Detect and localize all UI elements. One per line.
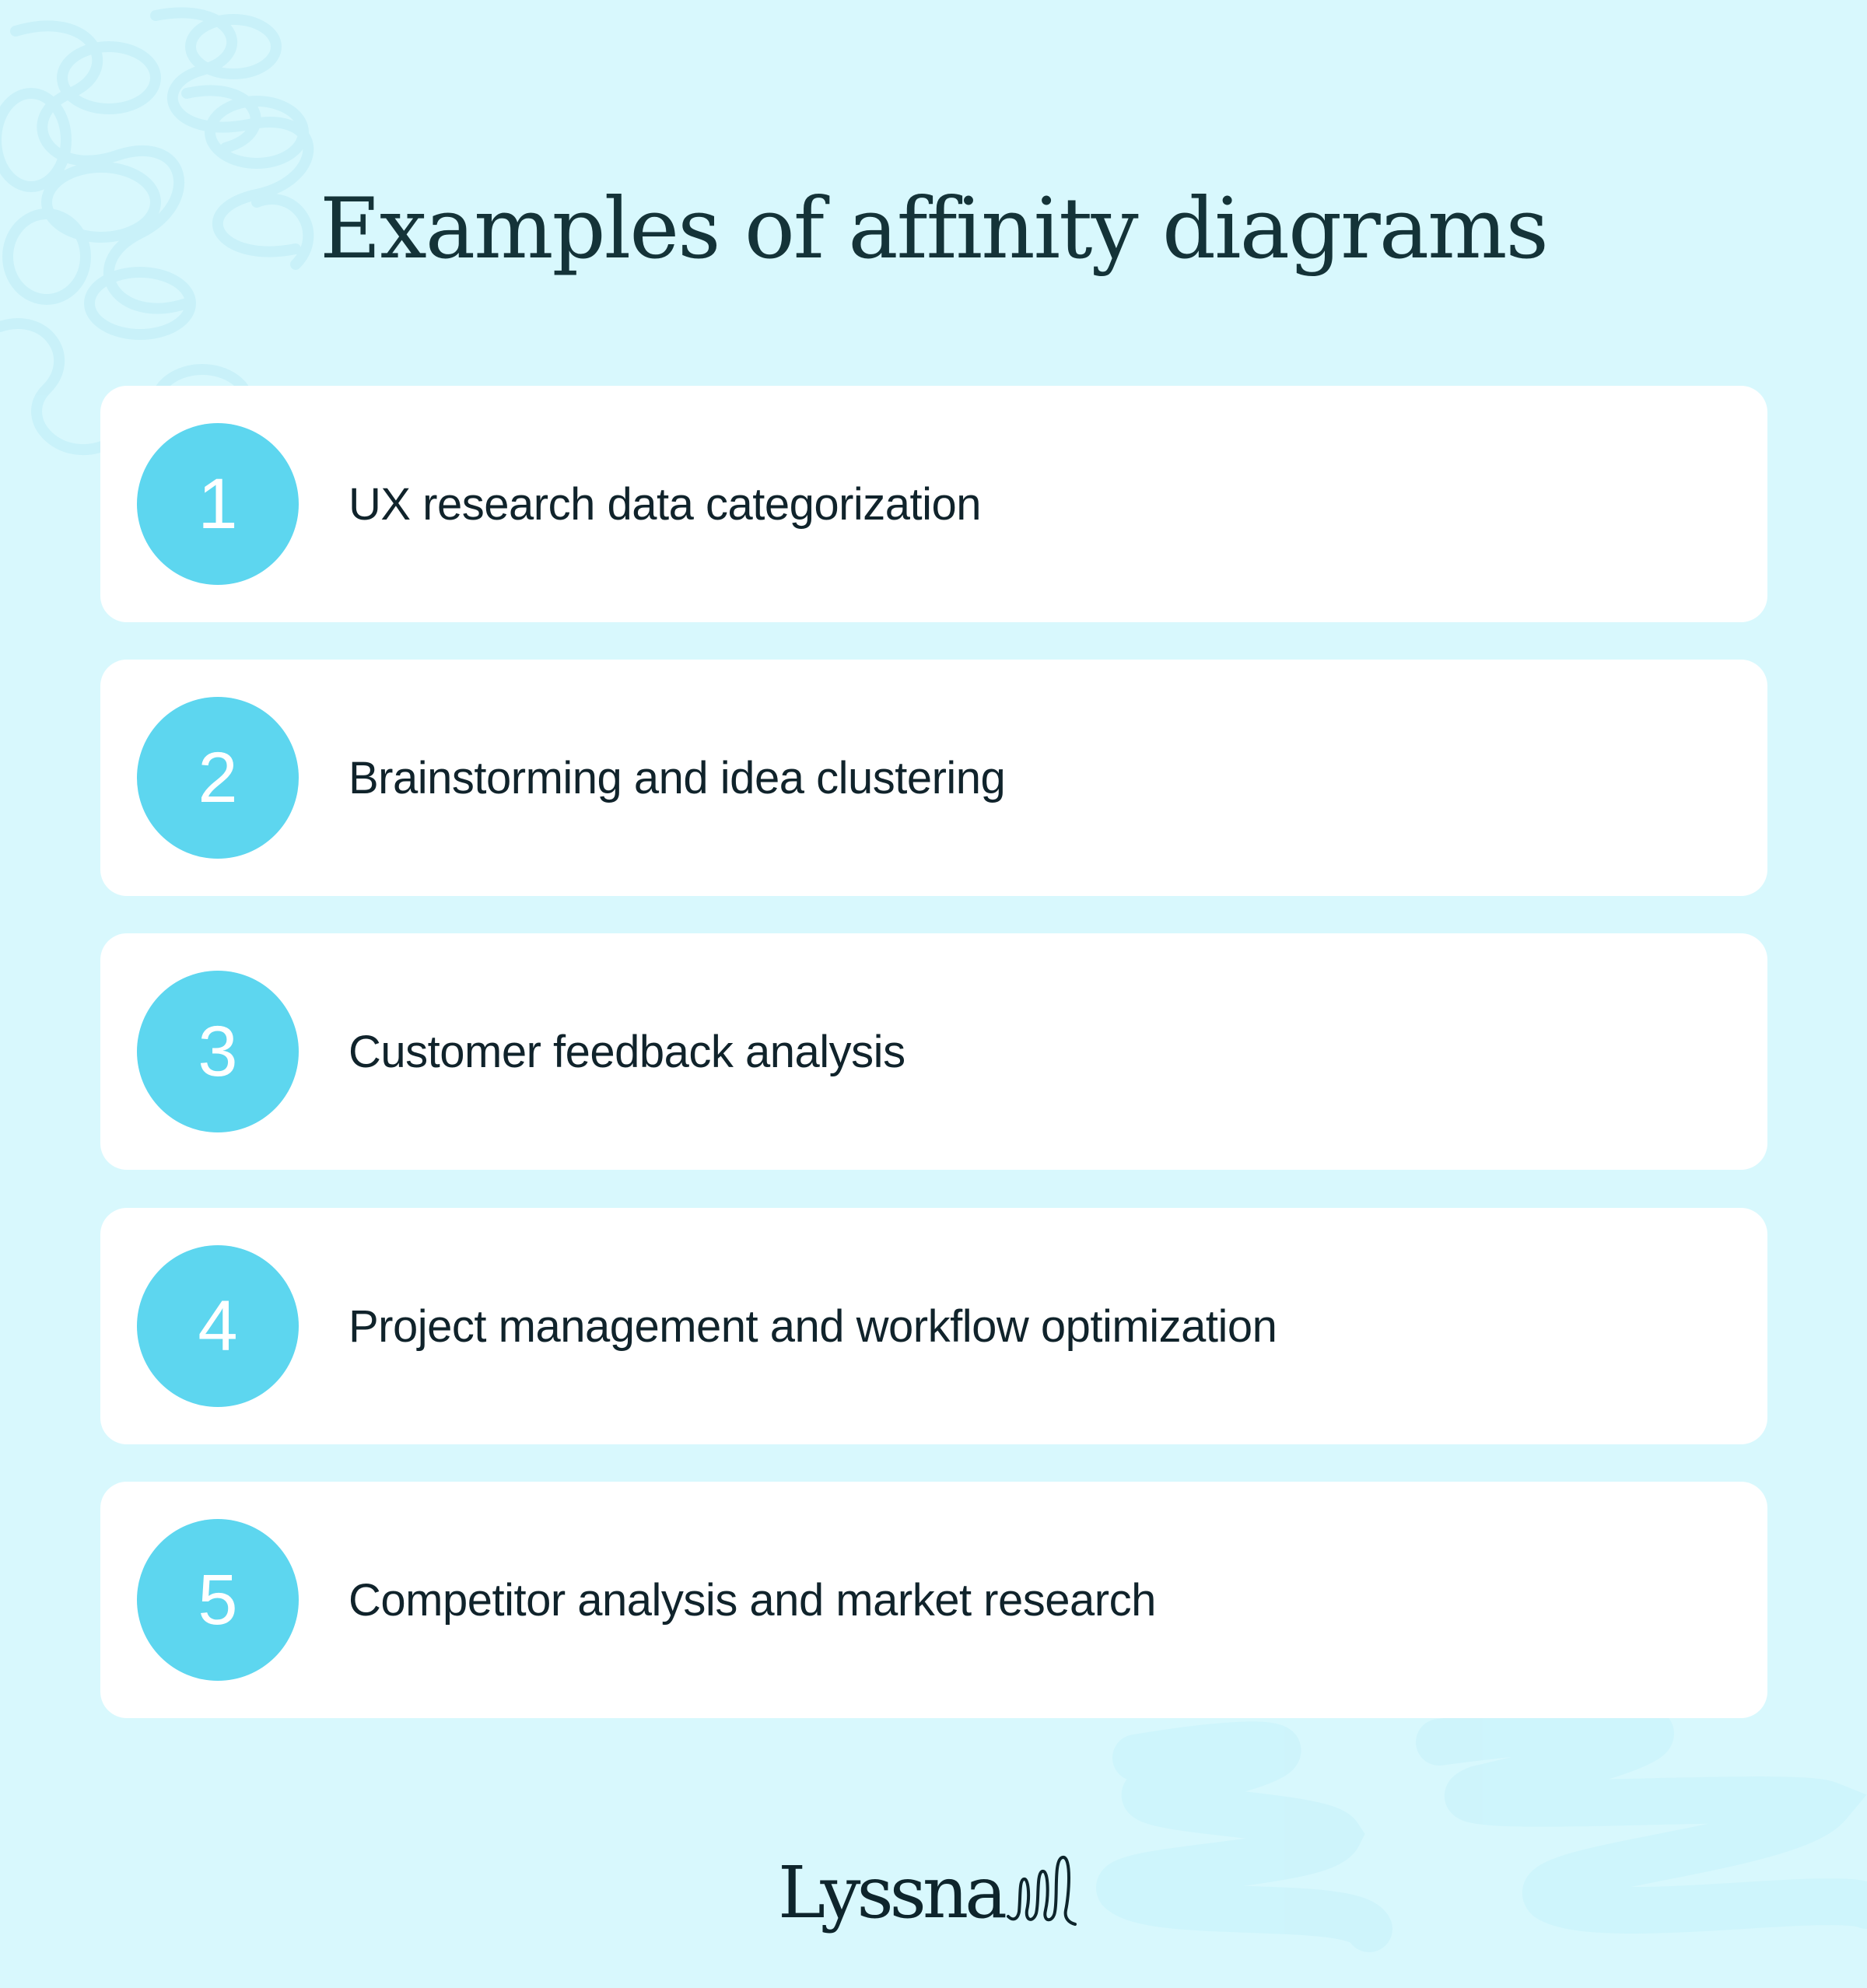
item-label: Customer feedback analysis — [349, 1026, 905, 1077]
number-badge: 4 — [137, 1245, 299, 1407]
list-item: 3 Customer feedback analysis — [100, 933, 1767, 1170]
item-label: Project management and workflow optimiza… — [349, 1300, 1277, 1352]
number-badge: 5 — [137, 1519, 299, 1681]
list-item: 5 Competitor analysis and market researc… — [100, 1482, 1767, 1718]
list-item: 1 UX research data categorization — [100, 386, 1767, 622]
item-label: Competitor analysis and market research — [349, 1574, 1156, 1626]
item-label: Brainstorming and idea clustering — [349, 752, 1006, 803]
page-title: Examples of affinity diagrams — [320, 180, 1549, 278]
squiggle-icon — [1006, 1856, 1077, 1926]
brand-logo: Lyssna — [778, 1836, 1077, 1929]
list-item: 2 Brainstorming and idea clustering — [100, 660, 1767, 896]
list-item: 4 Project management and workflow optimi… — [100, 1208, 1767, 1444]
number-badge: 3 — [137, 971, 299, 1132]
item-label: UX research data categorization — [349, 478, 982, 530]
number-badge: 2 — [137, 697, 299, 859]
number-badge: 1 — [137, 423, 299, 585]
brand-wordmark: Lyssna — [778, 1851, 1007, 1934]
